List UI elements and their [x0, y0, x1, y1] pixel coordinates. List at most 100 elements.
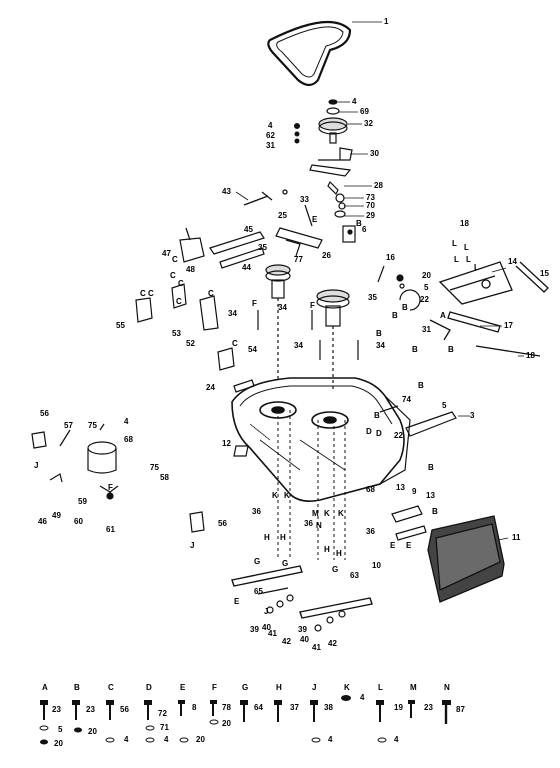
svg-text:L: L — [454, 255, 459, 264]
svg-text:H: H — [276, 683, 282, 692]
svg-text:56: 56 — [120, 705, 129, 714]
svg-text:B: B — [412, 345, 418, 354]
svg-text:M: M — [312, 509, 319, 518]
callout-60: 60 — [74, 517, 83, 526]
callout-53: 53 — [172, 329, 181, 338]
legend-item-A: A 23 5 20 — [39, 683, 63, 748]
callout-59: 59 — [78, 497, 87, 506]
callout-39a: 39 — [250, 625, 259, 634]
legend-item-H: H 37 — [274, 683, 299, 722]
svg-text:L: L — [466, 255, 471, 264]
svg-text:K: K — [324, 509, 330, 518]
svg-text:F: F — [212, 683, 217, 692]
callout-6: 6 — [362, 225, 367, 234]
svg-text:38: 38 — [324, 703, 333, 712]
svg-text:78: 78 — [222, 703, 231, 712]
callout-36b: 36 — [304, 519, 313, 528]
callout-31b: 31 — [422, 325, 431, 334]
discharge-chute-11 — [427, 515, 505, 603]
svg-text:L: L — [474, 263, 479, 272]
svg-text:5: 5 — [58, 725, 63, 734]
callout-9: 9 — [412, 487, 417, 496]
callout-33: 33 — [300, 195, 309, 204]
callout-34d: 34 — [376, 341, 385, 350]
svg-text:L: L — [378, 683, 383, 692]
callout-5b: 5 — [442, 401, 447, 410]
svg-text:J: J — [264, 607, 268, 616]
callout-62: 62 — [266, 131, 275, 140]
svg-text:C: C — [148, 289, 154, 298]
callout-40a: 40 — [262, 623, 271, 632]
callout-34a: 34 — [228, 309, 237, 318]
legend-item-D: D 72 71 4 — [144, 683, 169, 744]
callout-29: 29 — [366, 211, 375, 220]
lift-bracket-14 — [429, 261, 549, 357]
svg-text:20: 20 — [54, 739, 63, 748]
svg-text:F: F — [310, 301, 315, 310]
svg-text:B: B — [356, 219, 362, 228]
drive-belt — [267, 20, 352, 87]
callout-73: 73 — [366, 193, 375, 202]
legend-item-N: N 87 — [442, 683, 465, 724]
right-pulley-35 — [316, 289, 350, 390]
svg-text:C: C — [108, 683, 114, 692]
plate-12 — [233, 445, 249, 457]
svg-text:B: B — [432, 507, 438, 516]
callout-58: 58 — [160, 473, 169, 482]
svg-text:M: M — [410, 683, 417, 692]
mower-deck-housing — [231, 377, 411, 502]
svg-text:L: L — [452, 239, 457, 248]
callout-45: 45 — [244, 225, 253, 234]
svg-text:B: B — [402, 303, 408, 312]
bracket-13 — [391, 505, 427, 541]
callout-36a: 36 — [252, 507, 261, 516]
callout-74: 74 — [402, 395, 411, 404]
cutting-blades — [231, 565, 373, 619]
callout-10: 10 — [372, 561, 381, 570]
svg-text:C: C — [232, 339, 238, 348]
idler-bracket-25 — [275, 204, 323, 257]
svg-text:B: B — [392, 311, 398, 320]
svg-text:K: K — [338, 509, 344, 518]
callout-47: 47 — [162, 249, 171, 258]
callout-4c: 4 — [124, 417, 129, 426]
callout-22b: 22 — [394, 431, 403, 440]
svg-text:G: G — [282, 559, 288, 568]
callout-35a: 35 — [258, 243, 267, 252]
bracket-56-right — [189, 511, 205, 533]
legend-item-J: J 38 4 — [310, 683, 333, 744]
callout-44: 44 — [242, 263, 251, 272]
callout-11: 11 — [512, 533, 521, 542]
callout-4a: 4 — [352, 97, 357, 106]
hardware-legend: A 23 5 20 B 23 20 C 56 4 — [39, 683, 465, 748]
callout-42b: 42 — [328, 639, 337, 648]
svg-text:A: A — [42, 683, 48, 692]
callout-61: 61 — [106, 525, 115, 534]
callout-26: 26 — [322, 251, 331, 260]
callout-63: 63 — [350, 571, 359, 580]
callout-56a: 56 — [40, 409, 49, 418]
svg-text:87: 87 — [456, 705, 465, 714]
callout-15: 15 — [540, 269, 549, 278]
hardware-cluster-top-left — [294, 123, 300, 144]
svg-text:71: 71 — [160, 723, 169, 732]
callout-4b: 4 — [268, 121, 273, 130]
gauge-wheel-assembly — [31, 423, 119, 500]
callout-55: 55 — [116, 321, 125, 330]
callout-75b: 75 — [150, 463, 159, 472]
legend-item-B: B 23 20 — [72, 683, 97, 736]
callout-30: 30 — [370, 149, 379, 158]
svg-text:D: D — [366, 427, 372, 436]
svg-text:8: 8 — [192, 703, 197, 712]
svg-text:J: J — [190, 541, 194, 550]
callout-35b: 35 — [368, 293, 377, 302]
svg-text:20: 20 — [222, 719, 231, 728]
callout-22a: 22 — [420, 295, 429, 304]
callout-labels: 1 4 69 32 4 62 31 30 28 73 70 29 43 33 2… — [38, 17, 549, 652]
callout-54: 54 — [248, 345, 257, 354]
blade-fasteners — [266, 594, 346, 632]
svg-text:4: 4 — [164, 735, 169, 744]
callout-13b: 13 — [426, 491, 435, 500]
svg-text:E: E — [390, 541, 396, 550]
svg-text:C: C — [140, 289, 146, 298]
